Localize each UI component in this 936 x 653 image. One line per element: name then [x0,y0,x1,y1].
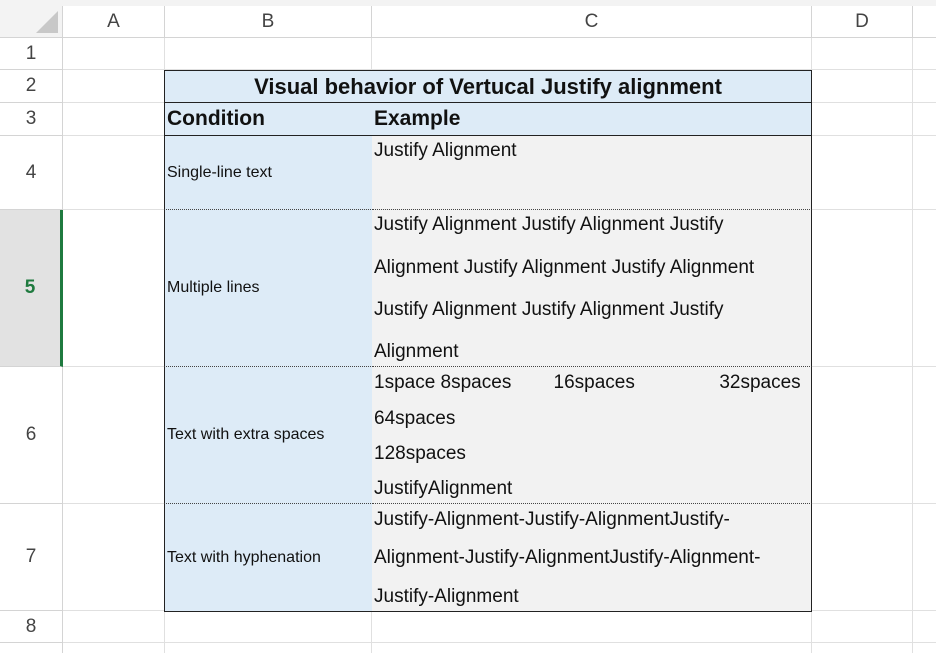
example-cell-extra-spaces[interactable]: 1space 8spaces 16spaces 32spaces 64space… [372,367,812,504]
example-line: Alignment [374,341,459,362]
top-strip [0,0,936,6]
gridline [63,69,936,70]
row-header-1[interactable]: 1 [0,38,63,70]
example-cell-multiple-lines[interactable]: Justify Alignment Justify Alignment Just… [372,210,812,367]
example-line: JustifyAlignment [374,478,513,499]
condition-cell-hyphenation[interactable]: Text with hyphenation [164,504,373,612]
column-header-e-partial[interactable] [913,6,936,38]
row-header-7[interactable]: 7 [0,504,63,611]
example-line: Justify Alignment Justify Alignment Just… [374,214,724,235]
column-header-c[interactable]: C [372,6,812,38]
example-line: Justify-Alignment-Justify-AlignmentJusti… [374,509,730,530]
row-header-6[interactable]: 6 [0,367,63,504]
gridline [63,642,936,643]
row-header-4[interactable]: 4 [0,136,63,210]
example-cell-hyphenation[interactable]: Justify-Alignment-Justify-AlignmentJusti… [372,504,812,612]
column-header-d[interactable]: D [812,6,913,38]
column-header-b[interactable]: B [165,6,372,38]
select-all-button[interactable] [0,6,63,38]
row-header-3[interactable]: 3 [0,103,63,136]
row-header-5[interactable]: 5 [0,210,63,367]
example-line: Alignment-Justify-AlignmentJustify-Align… [374,547,761,568]
row-header-2[interactable]: 2 [0,70,63,103]
row-header-9-partial[interactable] [0,643,63,653]
example-header-cell[interactable]: Example [372,103,812,136]
gridline [912,38,913,653]
column-header-a[interactable]: A [63,6,165,38]
table-title-cell[interactable]: Visual behavior of Vertucal Justify alig… [164,70,812,103]
row-header-8[interactable]: 8 [0,611,63,643]
example-line: Justify Alignment Justify Alignment Just… [374,299,724,320]
example-line: Justify-Alignment [374,586,519,607]
condition-cell-extra-spaces[interactable]: Text with extra spaces [164,367,373,504]
select-all-triangle-icon [36,11,58,33]
example-line: 128spaces [374,443,466,464]
example-line: 1space 8spaces 16spaces 32spaces [374,372,801,393]
condition-cell-multiple-lines[interactable]: Multiple lines [164,210,373,367]
example-cell-single-line[interactable]: Justify Alignment [372,136,812,210]
condition-header-cell[interactable]: Condition [164,103,373,136]
condition-cell-single-line[interactable]: Single-line text [164,136,373,210]
example-line: Alignment Justify Alignment Justify Alig… [374,257,755,278]
example-line: Justify Alignment [374,140,517,161]
example-line: 64spaces [374,408,456,429]
